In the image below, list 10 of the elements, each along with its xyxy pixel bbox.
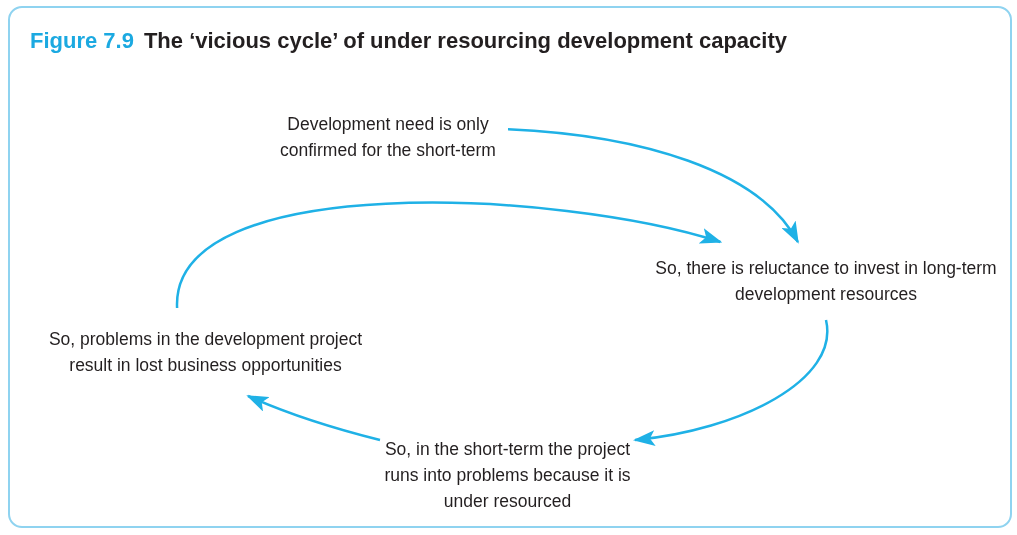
cycle-step-text: So, in the short-term the project runs into problems because it is under resourced — [380, 422, 635, 528]
curved-arrow — [507, 127, 799, 244]
curved-arrow — [246, 394, 381, 442]
figure-title: The ‘vicious cycle’ of under resourcing development capacity — [143, 28, 787, 53]
cycle-step-text: So, there is reluctance to invest in long-term development resources — [650, 242, 1002, 320]
figure-number: Figure 7.9 — [30, 28, 134, 53]
curved-arrow — [633, 319, 829, 446]
cycle-step-text: Development need is only confirmed for the short-term — [268, 98, 508, 176]
curved-arrow — [175, 201, 723, 309]
cycle-step-text: So, problems in the development project result in lost business opportunities — [28, 308, 383, 396]
